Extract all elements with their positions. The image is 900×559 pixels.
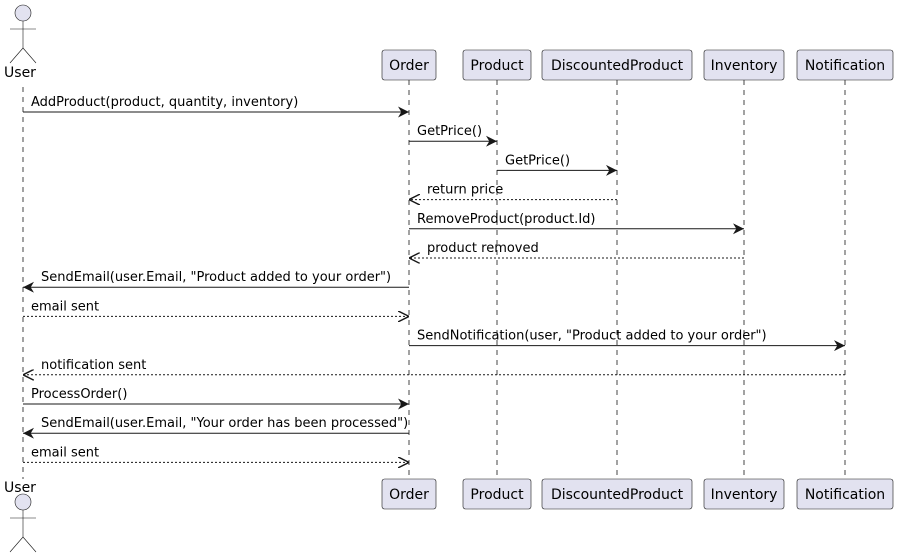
message-13: email sent — [23, 445, 409, 462]
participant-label: Notification — [805, 487, 885, 503]
participant-label: Product — [470, 487, 524, 503]
message-label: RemoveProduct(product.Id) — [417, 212, 595, 227]
message-9: SendNotification(user, "Product added to… — [409, 329, 845, 352]
message-5: RemoveProduct(product.Id) — [409, 212, 744, 235]
message-label: SendEmail(user.Email, "Your order has be… — [41, 416, 408, 431]
message-12: SendEmail(user.Email, "Your order has be… — [23, 416, 409, 439]
participant-label: Order — [389, 58, 429, 74]
actor-user-top: User — [4, 4, 37, 81]
message-label: ProcessOrder() — [31, 387, 127, 402]
participant-notification-top: Notification — [796, 49, 894, 81]
message-11: ProcessOrder() — [23, 387, 409, 410]
participant-label: DiscountedProduct — [551, 58, 684, 74]
participant-product-bottom: Product — [462, 478, 532, 510]
message-3: GetPrice() — [497, 153, 617, 176]
participant-product-top: Product — [462, 49, 532, 81]
participant-order-top: Order — [381, 49, 437, 81]
participant-label: Inventory — [711, 58, 778, 74]
actor-user-bottom: User — [4, 480, 37, 553]
participant-notification-bottom: Notification — [796, 478, 894, 510]
participant-inventory-bottom: Inventory — [703, 478, 785, 510]
message-label: notification sent — [41, 358, 146, 373]
message-2: GetPrice() — [409, 124, 497, 147]
message-8: email sent — [23, 299, 409, 316]
message-label: product removed — [427, 241, 539, 256]
participant-inventory-top: Inventory — [703, 49, 785, 81]
message-label: SendEmail(user.Email, "Product added to … — [41, 270, 391, 285]
participant-label: Product — [470, 58, 524, 74]
participant-label: Notification — [805, 58, 885, 74]
message-4: return price — [409, 183, 617, 200]
participant-label: Order — [389, 487, 429, 503]
participant-discounted-bottom: DiscountedProduct — [541, 478, 693, 510]
participant-discounted-top: DiscountedProduct — [541, 49, 693, 81]
message-label: email sent — [31, 445, 99, 460]
message-label: GetPrice() — [505, 153, 570, 168]
message-label: email sent — [31, 299, 99, 314]
message-label: return price — [427, 183, 503, 198]
message-7: SendEmail(user.Email, "Product added to … — [23, 270, 409, 293]
message-1: AddProduct(product, quantity, inventory) — [23, 95, 409, 118]
participant-label: DiscountedProduct — [551, 487, 684, 503]
actor-label: User — [4, 480, 36, 496]
actor-label: User — [4, 65, 36, 81]
message-label: AddProduct(product, quantity, inventory) — [31, 95, 298, 110]
participant-order-bottom: Order — [381, 478, 437, 510]
message-label: SendNotification(user, "Product added to… — [417, 329, 767, 344]
message-label: GetPrice() — [417, 124, 482, 139]
message-6: product removed — [409, 241, 744, 258]
message-10: notification sent — [23, 358, 845, 375]
participant-label: Inventory — [711, 487, 778, 503]
